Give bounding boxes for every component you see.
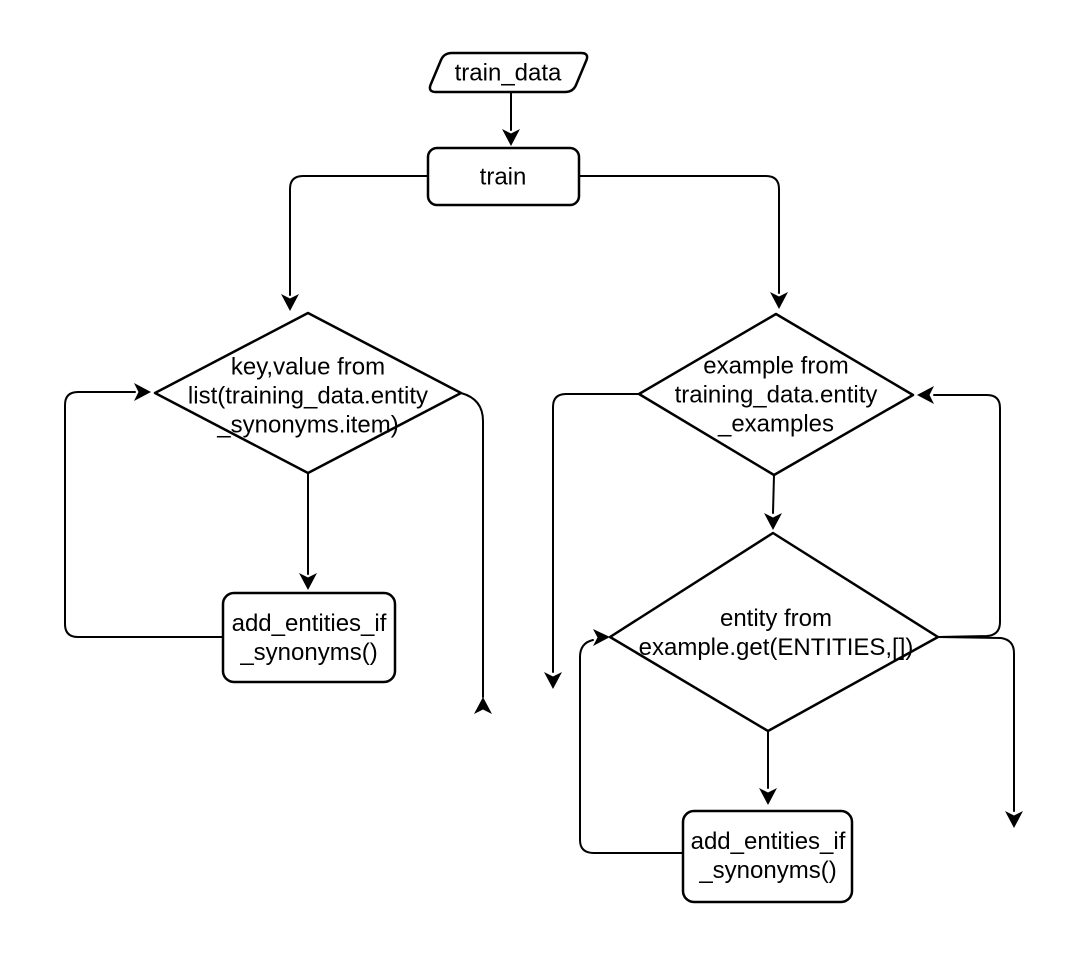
arrowhead-right-into-left-loop — [134, 383, 151, 401]
edge-right-body-loop-back — [579, 639, 684, 854]
inner-loop-label: entity from example.get(ENTITIES,[]) — [638, 605, 914, 661]
right-body-label: add_entities_if _synonyms() — [690, 828, 846, 884]
arrowhead-down-into-train — [502, 129, 520, 146]
left-loop-diamond-shape — [153, 311, 463, 475]
arrowhead-down-into-right-body — [759, 788, 777, 805]
train-data-parallelogram-shape — [428, 51, 589, 94]
arrowhead-down-into-right-loop — [770, 292, 788, 309]
edge-right-loop-exit-dangling — [552, 393, 640, 673]
right-loop-diamond-shape — [637, 312, 915, 477]
left-body-label: add_entities_if _synonyms() — [231, 610, 387, 666]
arrowhead-up-dangling-left — [474, 697, 492, 714]
edge-inner-loop-to-right-loop — [933, 394, 1001, 638]
right-loop-label: example from training_data.entity _examp… — [674, 352, 878, 438]
arrowhead-left-into-right-loop — [917, 386, 934, 404]
edge-train-to-left-loop — [289, 175, 429, 296]
edge-train-to-right-loop — [578, 175, 780, 294]
arrowhead-down-into-inner-loop — [764, 513, 782, 530]
inner-loop-diamond-shape — [608, 531, 940, 733]
edge-right-loop-to-inner-loop — [772, 474, 775, 514]
edge-inner-loop-exit-dangling — [937, 636, 1015, 812]
train-process-shape — [426, 146, 581, 207]
edge-left-body-loop-back — [64, 391, 224, 638]
train-label: train — [479, 163, 527, 191]
right-body-process-shape — [681, 809, 854, 904]
left-body-process-shape — [221, 591, 397, 684]
arrowhead-right-into-inner-loop — [593, 629, 610, 646]
arrowhead-down-into-left-body — [299, 573, 317, 590]
edge-left-loop-exit-dangling — [460, 392, 484, 698]
arrowhead-down-dangling-middle — [544, 672, 562, 689]
arrowhead-down-into-left-loop — [281, 294, 299, 311]
arrowhead-down-dangling-right — [1005, 811, 1023, 828]
train-data-label: train_data — [454, 59, 562, 87]
left-loop-label: key,value from list(training_data.entity… — [187, 353, 429, 439]
